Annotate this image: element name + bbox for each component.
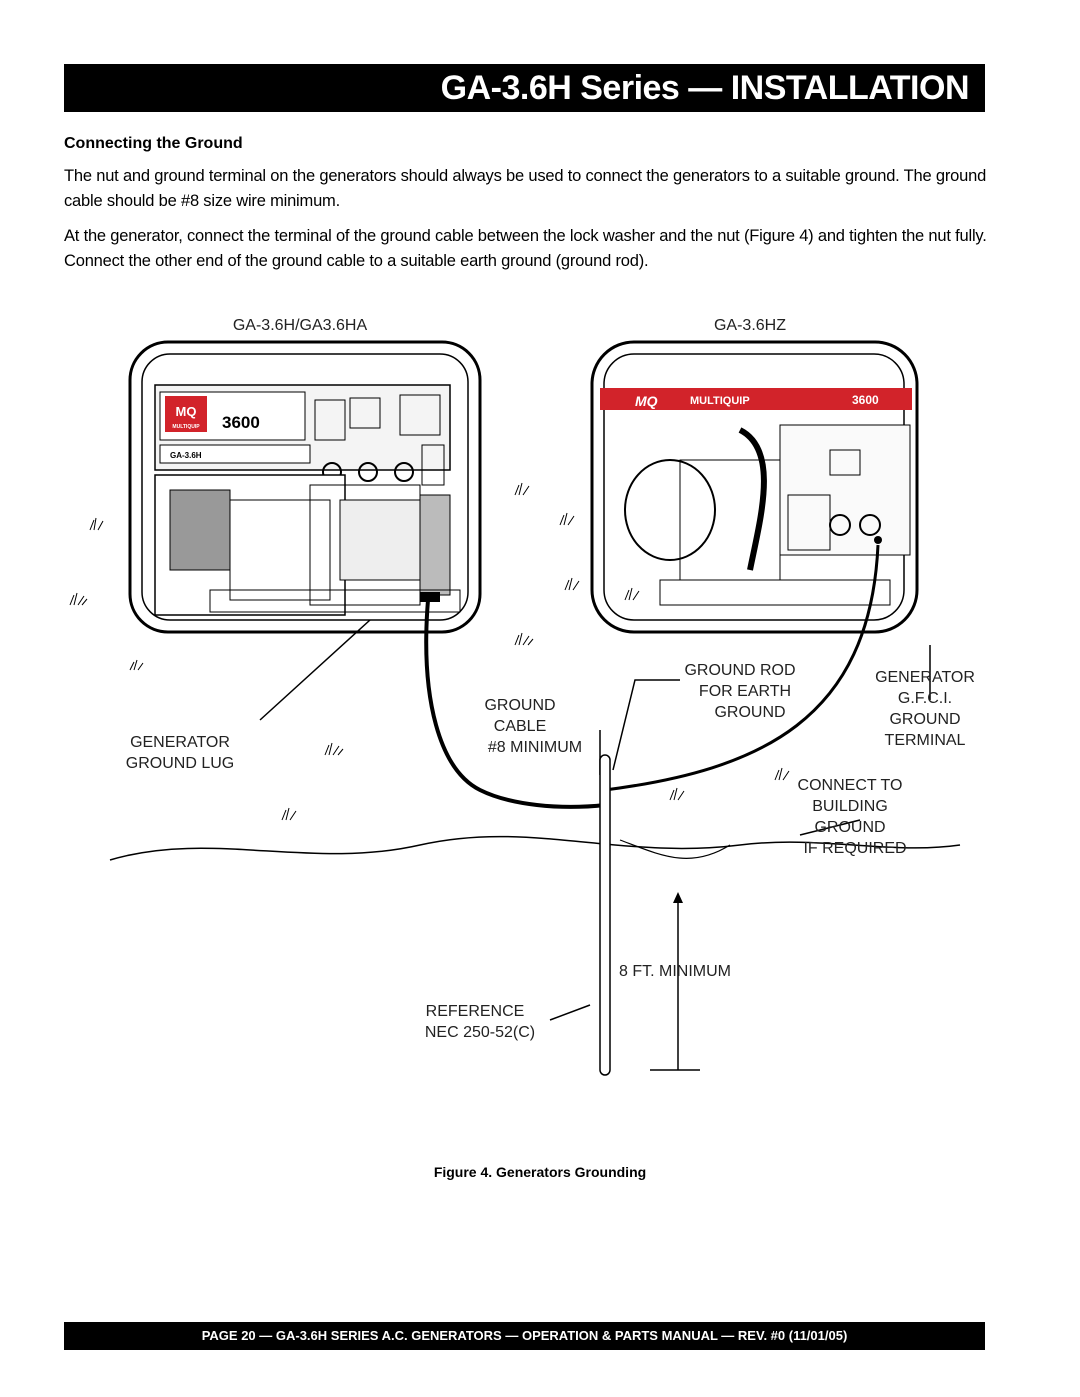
ground-lug-label: GENERATOR GROUND LUG xyxy=(126,734,234,772)
paragraph-2: At the generator, connect the terminal o… xyxy=(64,227,987,270)
figure-caption: Figure 4. Generators Grounding xyxy=(433,1164,647,1180)
left-model-label: GA-3.6H/GA3.6HA xyxy=(233,317,368,334)
mq-logo-left xyxy=(165,396,207,432)
left-generator: MQ MULTIQUIP 3600 GA-3.6H xyxy=(128,340,482,634)
rod-line-2: FOR EARTH xyxy=(699,683,791,700)
ref-line-2: NEC 250-52(C) xyxy=(425,1024,535,1041)
bldg-line-3: GROUND xyxy=(814,819,885,836)
right-brand-text: MULTIQUIP xyxy=(690,395,750,407)
building-ground-label: CONNECT TO BUILDING GROUND IF REQUIRED xyxy=(798,777,907,857)
right-logo-text: MQ xyxy=(635,393,658,409)
section-heading: Connecting the Ground xyxy=(64,135,243,152)
rod-line-3: GROUND xyxy=(714,704,785,721)
bldg-line-1: CONNECT TO xyxy=(798,777,903,794)
grounding-diagram: GA-3.6H/GA3.6HA GA-3.6HZ MQ MULTIQUIP 36… xyxy=(69,317,975,1076)
left-brand-text: MULTIQUIP xyxy=(172,424,200,430)
bldg-line-4: IF REQUIRED xyxy=(803,840,906,857)
page-footer: PAGE 20 — GA-3.6H SERIES A.C. GENERATORS… xyxy=(64,1322,985,1350)
ref-line-1: REFERENCE xyxy=(426,1003,525,1020)
ground-surface xyxy=(109,835,961,861)
ground-rod xyxy=(599,754,611,1076)
right-brand-bar xyxy=(600,388,912,410)
gfci-cable xyxy=(604,544,880,792)
gfci-line-4: TERMINAL xyxy=(885,732,966,749)
page-header: GA-3.6H Series — INSTALLATION xyxy=(64,64,985,112)
ground-cable-label: GROUND CABLE #8 MINIMUM xyxy=(484,697,582,756)
gfci-line-3: GROUND xyxy=(889,711,960,728)
page-title: GA-3.6H Series — INSTALLATION xyxy=(440,69,970,107)
lug-line-2: GROUND LUG xyxy=(126,755,234,772)
right-model-label: GA-3.6HZ xyxy=(714,317,786,334)
gfci-line-1: GENERATOR xyxy=(875,669,975,686)
ground-lug-terminal xyxy=(420,592,440,602)
cable-line-3: #8 MINIMUM xyxy=(488,739,582,756)
left-model-number: 3600 xyxy=(222,413,260,432)
rod-line-1: GROUND ROD xyxy=(684,662,795,679)
gfci-ground-terminal xyxy=(874,536,882,544)
ground-rod-label: GROUND ROD FOR EARTH GROUND xyxy=(684,662,795,721)
nec-reference-label: REFERENCE NEC 250-52(C) xyxy=(425,1003,535,1041)
depth-label: 8 FT. MINIMUM xyxy=(619,963,731,980)
left-model-badge: GA-3.6H xyxy=(170,451,202,460)
grass-decoration xyxy=(69,482,790,821)
lug-line-1: GENERATOR xyxy=(130,734,230,751)
ground-cable xyxy=(424,599,606,809)
gfci-line-2: G.F.C.I. xyxy=(898,690,952,707)
paragraph-1: The nut and ground terminal on the gener… xyxy=(64,167,987,210)
cable-line-2: CABLE xyxy=(494,718,546,735)
bldg-line-2: BUILDING xyxy=(812,798,888,815)
left-logo-text: MQ xyxy=(176,404,197,419)
cable-line-1: GROUND xyxy=(484,697,555,714)
right-model-number: 3600 xyxy=(852,393,879,407)
gfci-terminal-label: GENERATOR G.F.C.I. GROUND TERMINAL xyxy=(875,669,975,749)
right-generator: MQ MULTIQUIP 3600 xyxy=(590,340,919,634)
